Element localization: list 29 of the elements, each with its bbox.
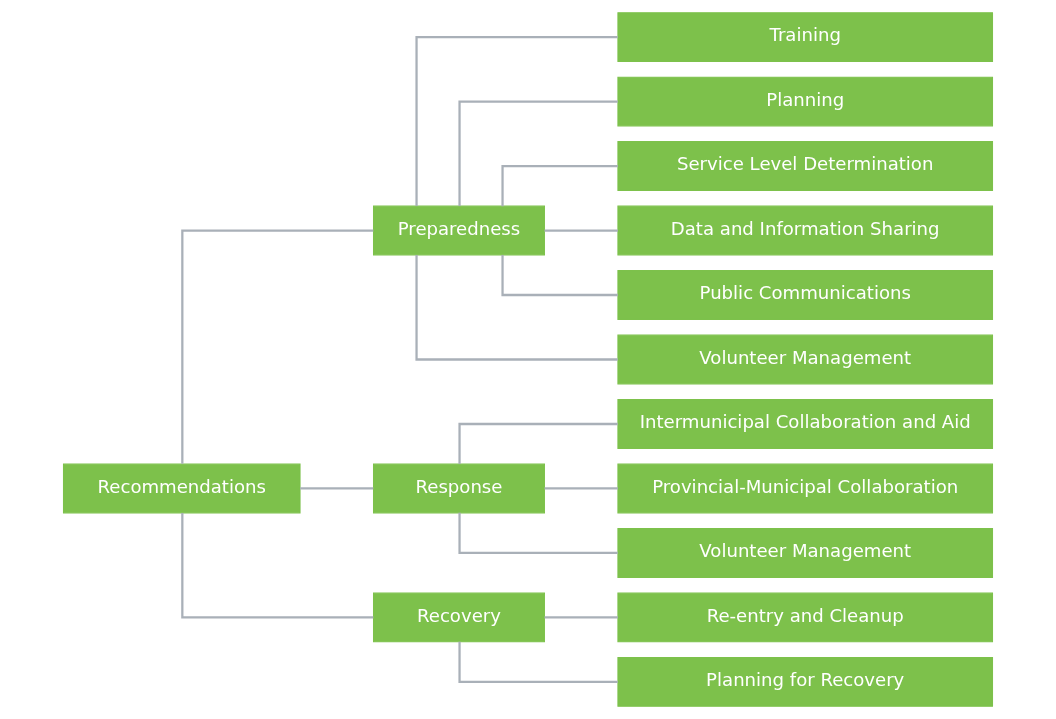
node-box: Recommendations: [62, 463, 301, 514]
node-box: Recovery: [373, 592, 545, 643]
node-box: Training: [617, 12, 994, 62]
connector: [415, 255, 618, 361]
node-box: Volunteer Management: [617, 334, 994, 385]
node-box: Intermunicipal Collaboration and Aid: [617, 399, 994, 449]
node-box: Planning for Recovery: [617, 657, 994, 707]
node-box: Service Level Determination: [617, 141, 994, 191]
connector: [415, 35, 618, 206]
node-box: Re-entry and Cleanup: [617, 592, 994, 643]
connector: [544, 487, 618, 490]
node-box: Public Communications: [617, 270, 994, 320]
connector: [501, 254, 618, 297]
node-box: Response: [373, 463, 545, 514]
connector: [458, 100, 618, 206]
node-box: Provincial-Municipal Collaboration: [617, 463, 994, 514]
connector: [300, 487, 374, 490]
node-box: Planning: [617, 76, 994, 127]
connector: [544, 616, 618, 619]
connector: [458, 641, 618, 684]
connector: [181, 229, 374, 464]
node-box: Data and Information Sharing: [617, 205, 994, 256]
connector: [501, 164, 618, 207]
node-box: Volunteer Management: [617, 528, 994, 578]
connector: [458, 512, 618, 555]
connector: [181, 513, 374, 619]
connector: [544, 229, 618, 232]
connector: [458, 422, 618, 465]
node-box: Preparedness: [373, 205, 545, 256]
